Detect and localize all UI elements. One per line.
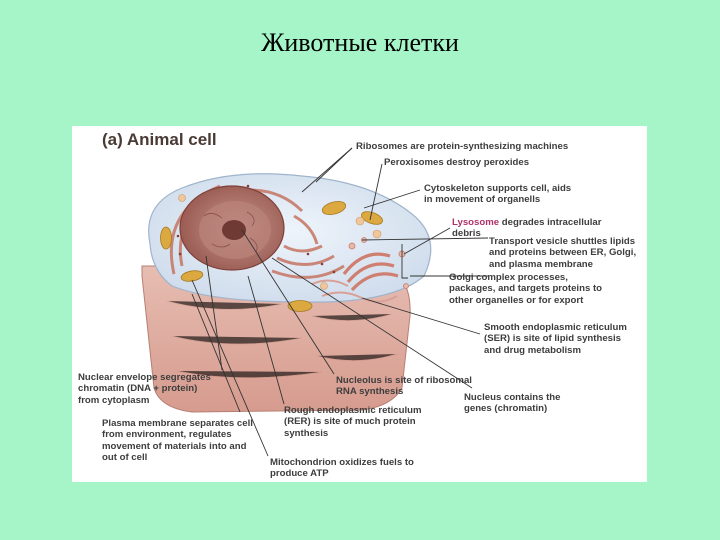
label-peroxisomes: Peroxisomes destroy peroxides	[384, 157, 530, 168]
nucleolus	[222, 220, 246, 240]
label-mitochondrion: Mitochondrion oxidizes fuels to produce …	[270, 457, 414, 480]
label-golgi: Golgi complex processes, packages, and t…	[449, 272, 603, 306]
organelle-spheres	[178, 194, 382, 290]
label-nucleolus: Nucleolus is site of ribosomal RNA synth…	[336, 375, 472, 398]
label-rer: Rough endoplasmic reticulum (RER) is sit…	[284, 405, 422, 439]
cell-side-texture	[166, 300, 398, 379]
label-lysosome-rest: degrades intracellular debris	[452, 217, 602, 240]
label-nuclear-envelope: Nuclear envelope segregates chromatin (D…	[78, 372, 211, 406]
label-lysosome: Lysosome degrades intracellular debris	[452, 217, 601, 240]
transport-vesicles	[348, 237, 409, 289]
label-ser: Smooth endoplasmic reticulum (SER) is si…	[484, 322, 627, 356]
leader-lines	[191, 147, 489, 457]
label-ribosomes: Ribosomes are protein-synthesizing machi…	[356, 141, 569, 152]
label-transport-vesicle: Transport vesicle shuttles lipids and pr…	[489, 236, 637, 270]
animal-cell-illustration	[141, 147, 489, 457]
panel-title: (a) Animal cell	[102, 130, 217, 149]
label-nucleus: Nucleus contains the genes (chromatin)	[464, 392, 561, 415]
slide-title: Животные клетки	[261, 28, 459, 57]
label-lysosome-name: Lysosome	[452, 217, 500, 228]
label-plasma-membrane: Plasma membrane separates cell from envi…	[102, 418, 253, 464]
chromatin	[203, 211, 258, 253]
label-cytoskeleton: Cytoskeleton supports cell, aids in move…	[424, 183, 572, 206]
golgi-complex	[342, 252, 399, 292]
cell-diagram-panel: (a) Animal cell	[72, 126, 647, 482]
